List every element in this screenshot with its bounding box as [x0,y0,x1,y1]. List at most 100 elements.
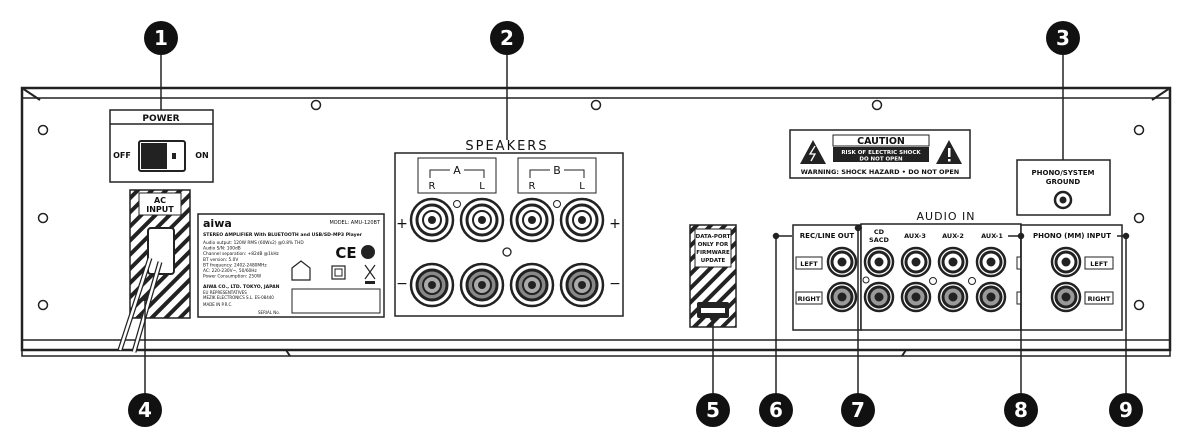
speaker-terminal-negative[interactable] [509,262,555,308]
callout-number: 7 [851,398,865,422]
plus-left: + [396,216,408,232]
rec-left-label: LEFT [800,260,818,268]
callout-number: 1 [154,26,168,50]
power-switch-panel: POWER OFF ON [109,109,214,183]
spec-line: BT version: 5.0V [203,257,238,263]
callout-number: 8 [1014,398,1028,422]
rca-jack[interactable] [900,281,932,313]
caution-line2: DO NOT OPEN [859,157,903,163]
sacd-label: SACD [869,236,889,244]
audio-in-title: AUDIO IN [917,210,976,223]
ground-label-line2: GROUND [1046,178,1081,186]
aux2-label: AUX-2 [942,232,964,240]
caution-label: CAUTION RISK OF ELECTRIC SHOCK DO NOT OP… [789,129,971,179]
indoor-use-icon [291,260,311,281]
spec-line: Channel separation: +82dB @1kHz [203,251,280,257]
rca-jack[interactable] [863,281,895,313]
minus-left: − [396,276,408,292]
speaker-terminal-negative[interactable] [409,262,455,308]
brand-logo: aiwa [203,217,232,230]
speaker-a-label: A [453,164,461,177]
data-port-label-line: DATA-PORT [696,234,731,240]
callout-marker: 2 [490,21,524,55]
speaker-terminal-negative[interactable] [559,262,605,308]
data-port-label-line: ONLY FOR [698,242,729,248]
callout-marker: 8 [1004,393,1038,427]
callout-leaders [141,55,1130,395]
made-in-text: MADE IN P.R.C. [203,302,233,307]
phono-left-label: LEFT [1090,260,1108,268]
speaker-b-l-label: L [579,181,585,192]
rec-right-label: RIGHT [798,295,821,303]
rca-jack[interactable] [826,246,858,278]
caution-warning: WARNING: SHOCK HAZARD • DO NOT OPEN [801,168,959,176]
lightning-warning-icon [800,140,826,164]
callout-number: 3 [1056,26,1070,50]
rca-jack[interactable] [1050,281,1082,313]
rca-jack[interactable] [937,281,969,313]
callout-marker: 5 [696,393,730,427]
speaker-a-r-label: R [429,181,436,192]
rating-label-plate: aiwa MODEL: AMU-120BT STEREO AMPLIFIER W… [197,213,385,318]
rec-line-out-section: REC/LINE OUT LEFT RIGHT [792,224,862,331]
callout-marker: 1 [144,21,178,55]
speaker-b-r-label: R [529,181,536,192]
data-port-section: DATA-PORT ONLY FOR FIRMWARE UPDATE [689,224,737,328]
callout-marker: 6 [759,393,793,427]
power-title: POWER [142,114,179,124]
speakers-title: SPEAKERS [465,139,548,154]
chassis-screws [37,99,1145,311]
spec-line: AC: 220-230V~, 50/60Hz [203,268,258,274]
rca-jack[interactable] [975,281,1007,313]
recycle-icon [361,245,375,259]
weee-bin-icon [364,264,376,280]
callout-number: 4 [138,398,152,422]
power-off-label: OFF [113,151,131,160]
speaker-terminal-positive[interactable] [559,197,605,243]
speaker-terminal-positive[interactable] [459,197,505,243]
ac-label-line2: INPUT [146,205,174,214]
company-text: AIWA CO., LTD. TOKYO, JAPAN [203,284,280,290]
spec-lines: Audio output: 120W RMS (60Wx2) @0.8% THD… [203,240,304,280]
callout-marker: 4 [128,393,162,427]
ac-label-line1: AC [154,196,166,205]
plus-right: + [609,216,621,232]
ac-power-cord-socket[interactable] [147,227,175,275]
eu-rep-text: EU REPRESENTATIVES [203,290,247,295]
aux3-label: AUX-3 [904,232,926,240]
minus-right: − [609,276,621,292]
phono-right-label: RIGHT [1088,295,1111,303]
callout-number: 2 [500,26,514,50]
cd-label: CD [874,228,885,236]
ground-label-line1: PHONO/SYSTEM [1032,169,1095,177]
rca-jack[interactable] [1050,246,1082,278]
rca-jack[interactable] [826,281,858,313]
spec-line: Power Consumption: 250W [203,274,262,280]
phono-input-title: PHONO (MM) INPUT [1033,232,1111,240]
eu-rep-address: MEZIK ELECTRONICS S.L. ES-08440 [203,295,274,300]
callout-marker: 9 [1109,393,1143,427]
speaker-terminal-positive[interactable] [409,197,455,243]
product-subtitle: STEREO AMPLIFIER With BLUETOOTH and USB/… [203,232,363,238]
power-on-label: ON [195,151,209,160]
callout-marker: 3 [1046,21,1080,55]
aux1-label: AUX-1 [981,232,1003,240]
speaker-b-label: B [553,164,561,177]
double-insulation-icon [331,265,346,280]
spec-line: Audio S/N: 100dB [203,246,241,252]
speakers-section: SPEAKERS A B R L R L + + − − [394,139,624,317]
speaker-terminal-negative[interactable] [459,262,505,308]
serial-text: SERIAL No. [258,310,280,315]
data-port-label-line: FIRMWARE [696,250,730,256]
rca-jack[interactable] [900,246,932,278]
audio-in-section: AUDIO IN CD SACD AUX-3 AUX-2 AUX-1 [860,210,1026,331]
data-port-label-line: UPDATE [701,258,726,264]
speaker-terminal-positive[interactable] [509,197,555,243]
caution-line1: RISK OF ELECTRIC SHOCK [841,150,921,156]
spec-line: BT frequency: 2402-2480MHz [203,262,267,268]
rca-jack[interactable] [863,246,895,278]
rca-jack[interactable] [937,246,969,278]
rca-jack[interactable] [975,246,1007,278]
